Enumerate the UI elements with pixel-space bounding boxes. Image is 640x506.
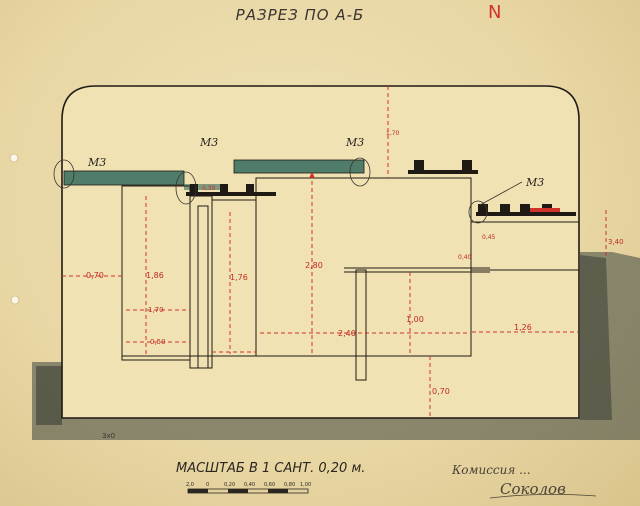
scale-tick: 0,40 xyxy=(244,482,255,488)
dim-label: 1,70 xyxy=(386,130,400,137)
dimension-lines xyxy=(62,86,607,418)
outer-shell xyxy=(61,85,580,419)
material-label: М3 xyxy=(525,176,544,189)
material-label: М3 xyxy=(199,136,218,149)
signature-line-2: Соколов xyxy=(500,480,566,498)
ground-right-dark xyxy=(580,255,612,420)
signature-underline xyxy=(489,494,597,499)
punch-hole xyxy=(9,153,19,163)
dim-label: 0,70 xyxy=(432,387,450,396)
scale-tick: 0,60 xyxy=(264,482,275,488)
bottom-note: 3х0 xyxy=(102,432,115,440)
scale-tick: 2,0 xyxy=(186,482,194,488)
scale-tick: 0,20 xyxy=(224,482,235,488)
material-label: М3 xyxy=(87,156,106,169)
dim-label: 0,30 xyxy=(202,185,216,192)
rails-group xyxy=(186,160,576,216)
roof-slab-center xyxy=(233,159,365,174)
ground-left-dark xyxy=(36,366,62,425)
material-label: М3 xyxy=(345,136,364,149)
dim-label: 1,26 xyxy=(514,323,532,332)
dim-label: 0,50 xyxy=(150,338,166,346)
arrow-marker xyxy=(309,172,315,178)
scale-tick: 0 xyxy=(206,482,209,488)
dim-label: 1,76 xyxy=(230,273,248,282)
scale-tick: 1,00 xyxy=(300,482,311,488)
ground-left xyxy=(32,252,640,440)
dim-label: 1,00 xyxy=(406,315,424,324)
signature-line-1: Комиссия ... xyxy=(451,463,531,477)
rail-red-marker xyxy=(530,208,560,212)
dim-label: 1,70 xyxy=(148,306,164,314)
roof-slab-mid xyxy=(184,184,224,190)
scale-bar xyxy=(187,488,309,494)
dim-label: 2,80 xyxy=(305,261,323,270)
dim-label: 0,40 xyxy=(458,254,472,261)
dim-label: 0,70 xyxy=(86,271,104,280)
drawing-title: РАЗРЕЗ ПО А-Б xyxy=(236,6,365,24)
dim-label: 0,45 xyxy=(482,234,496,241)
corner-mark: N xyxy=(488,2,501,23)
dim-label: 2,40 xyxy=(338,329,356,338)
leader-circles xyxy=(53,157,523,224)
roof-slab-left xyxy=(63,170,185,186)
dim-label: 1,86 xyxy=(146,271,164,280)
dim-label: 3,40 xyxy=(608,238,624,246)
platform-step xyxy=(470,221,580,271)
support-post xyxy=(355,269,367,381)
scale-tick: 0,80 xyxy=(284,482,295,488)
punch-hole xyxy=(10,295,20,305)
inner-column-2 xyxy=(197,205,209,369)
scale-label: МАСШТАБ В 1 САНТ. 0,20 м. xyxy=(176,461,365,476)
